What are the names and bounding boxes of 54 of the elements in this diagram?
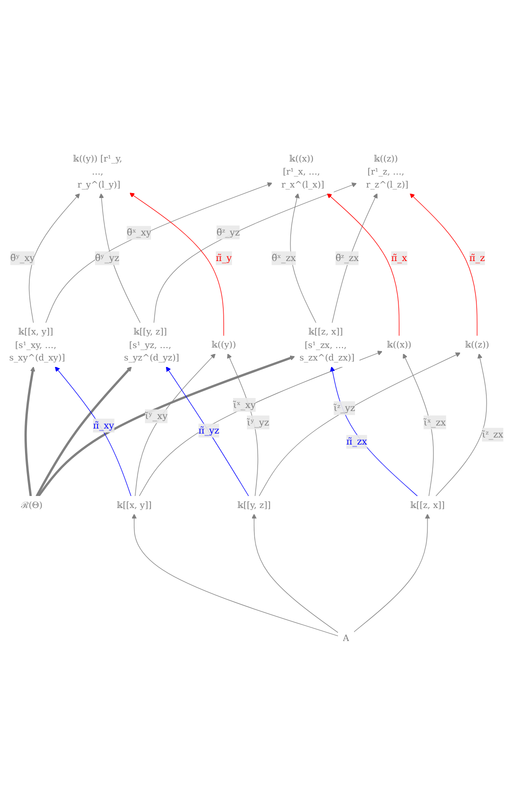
edge-label: ι̃ᶻ_zx	[482, 428, 504, 440]
node-text: 𝕜[[x, y]]	[116, 500, 152, 510]
node-text: A	[342, 633, 350, 644]
arrow	[332, 193, 378, 324]
arrow	[138, 350, 382, 497]
edge-label: π̃_yz	[198, 424, 220, 436]
edge-label: ι̃ˣ_zx	[424, 416, 446, 428]
edge-label: θ̃ᶻ_zx	[335, 252, 359, 264]
edge-label: θ̃ˣ_zx	[272, 252, 296, 264]
node-text: 𝕜[[z, x]]	[410, 500, 445, 510]
arrow	[98, 193, 141, 324]
edge-label: π̃_x	[391, 252, 408, 264]
arrow	[435, 353, 487, 497]
edge-label: ι̃ᶻ_yz	[334, 402, 356, 414]
node-text: 𝕜((x)) [r¹_x, …, r_x^(l_x)]	[281, 153, 324, 190]
arrow	[45, 182, 272, 324]
edge-label: θ̃ʸ_xy	[10, 252, 35, 264]
edge-label: θ̃ˣ_xy	[126, 227, 152, 238]
arrow	[154, 182, 357, 324]
arrow	[54, 366, 132, 497]
arrow	[326, 193, 400, 336]
node-text: 𝕜[[y, z]] [s¹_yz, …, s_yz^(d_yz)]	[124, 326, 180, 363]
edge-label: π̃_y	[216, 252, 232, 264]
arrow	[258, 352, 461, 497]
arrow	[410, 193, 478, 336]
arrow	[129, 192, 224, 336]
arrow	[37, 356, 296, 497]
arrow	[28, 193, 80, 324]
arrow	[227, 353, 258, 497]
node-text: 𝕜((z)) [r¹_z, …, r_z^(l_z)]	[366, 153, 408, 190]
arrow	[24, 366, 36, 496]
arrow	[290, 193, 316, 324]
arrow	[402, 353, 434, 497]
node-text: 𝕜((x))	[386, 339, 412, 350]
arrow	[134, 353, 216, 497]
edge-label: π̃_xy	[93, 420, 114, 431]
arrow	[353, 514, 430, 632]
node-text: 𝕜((y)) [r¹_y, …, r_y^(l_y)]	[73, 153, 122, 190]
edge-label: θ̃ᶻ_yz	[216, 226, 240, 238]
edge-label: ι̃ʸ_yz	[246, 416, 270, 428]
edge-label: ι̃ʸ_xy	[144, 410, 168, 422]
node-text: 𝕜[[x, y]] [s¹_xy, …, s_xy^(d_xy)]	[9, 326, 65, 363]
arrow	[36, 366, 132, 497]
edge-label: π̃_zx	[346, 436, 368, 448]
edge-label: ι̃ˣ_xy	[233, 399, 256, 410]
arrow	[330, 366, 418, 497]
arrow	[132, 514, 339, 636]
arrow	[252, 514, 339, 634]
node-text: 𝕜((z))	[465, 339, 490, 350]
edge-label: π̃_z	[469, 252, 485, 264]
node-text: 𝕜((y))	[212, 339, 236, 350]
node-text: 𝕜[[y, z]]	[237, 500, 271, 510]
edge-label: θ̃ʸ_yz	[94, 252, 120, 264]
arrow	[166, 366, 250, 497]
